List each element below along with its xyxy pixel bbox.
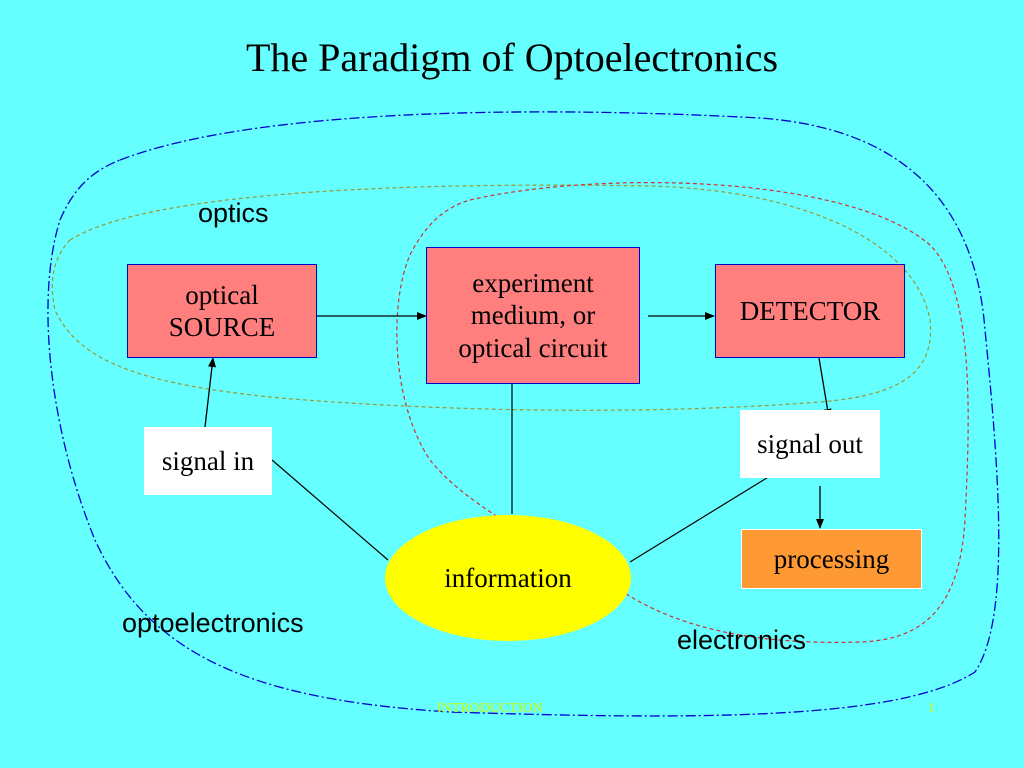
footer-page-number: 1	[928, 701, 935, 716]
signal-in-box: signal in	[144, 427, 272, 495]
signal-out-box: signal out	[740, 410, 880, 478]
processing-label: processing	[773, 543, 890, 574]
optical-source-line2: SOURCE	[168, 312, 276, 342]
arrow-detector-to-signal-out	[818, 357, 832, 419]
experiment-medium-line2: medium, or	[470, 300, 596, 331]
line-signal-in-to-information	[271, 459, 389, 561]
electronics-label: electronics	[677, 625, 807, 655]
detector-box: DETECTOR	[715, 264, 905, 358]
slide-title: The Paradigm of Optoelectronics	[245, 35, 779, 80]
optical-source-line1: optical	[185, 279, 259, 310]
optics-label: optics	[198, 198, 269, 228]
footer-section: INTRODUCTION	[437, 701, 543, 716]
optoelectronics-boundary	[47, 111, 1000, 717]
experiment-medium-box: experiment medium, or optical circuit	[426, 247, 640, 384]
detector-label: DETECTOR	[739, 296, 881, 326]
arrow-signal-in-to-source	[204, 357, 216, 428]
electronics-boundary	[396, 182, 969, 643]
optoelectronics-label: optoelectronics	[122, 608, 304, 638]
optical-source-box: optical SOURCE	[127, 264, 317, 358]
experiment-medium-line3: optical circuit	[458, 332, 608, 363]
signal-out-label: signal out	[757, 428, 863, 459]
processing-box: processing	[741, 529, 922, 589]
information-label: information	[444, 562, 572, 593]
signal-in-label: signal in	[161, 445, 255, 476]
line-signal-out-to-information	[629, 475, 771, 563]
experiment-medium-line1: experiment	[472, 267, 594, 298]
information-ellipse: information	[385, 515, 631, 641]
